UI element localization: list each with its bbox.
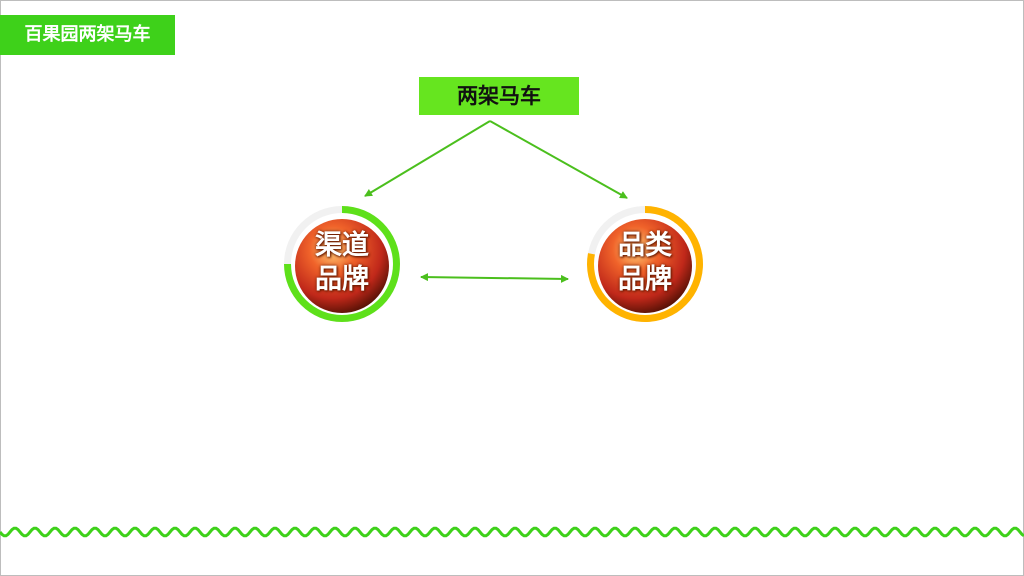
arrow-to-left-node	[364, 120, 491, 197]
arrow-to-right-node	[489, 120, 628, 199]
bidirectional-arrow	[420, 273, 569, 283]
fruit-image	[598, 219, 692, 313]
category-brand-ring	[587, 206, 703, 322]
decorative-wave	[0, 526, 1024, 538]
node-label-line2: 品牌	[618, 264, 672, 295]
node-label-line1: 品类	[618, 230, 672, 261]
section-tag: 百果园两架马车	[0, 15, 175, 55]
fruit-image	[295, 219, 389, 313]
top-box-title: 两架马车	[419, 77, 579, 115]
channel-brand-node: 渠道 品牌	[277, 199, 407, 329]
node-label-line1: 渠道	[315, 230, 369, 261]
node-label-line2: 品牌	[315, 264, 369, 295]
channel-brand-ring	[284, 206, 400, 322]
category-brand-node: 品类 品牌	[580, 199, 710, 329]
